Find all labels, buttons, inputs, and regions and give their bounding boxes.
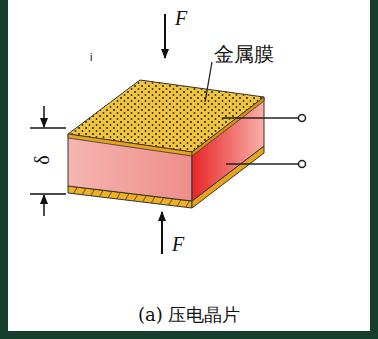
- stray-mark: i: [90, 52, 92, 63]
- force-label: F: [175, 8, 187, 28]
- force-label: F: [172, 234, 184, 254]
- caption: (a) 压电晶片: [138, 306, 241, 324]
- part-name: 金属膜: [214, 44, 274, 64]
- thickness-symbol: δ: [32, 155, 52, 164]
